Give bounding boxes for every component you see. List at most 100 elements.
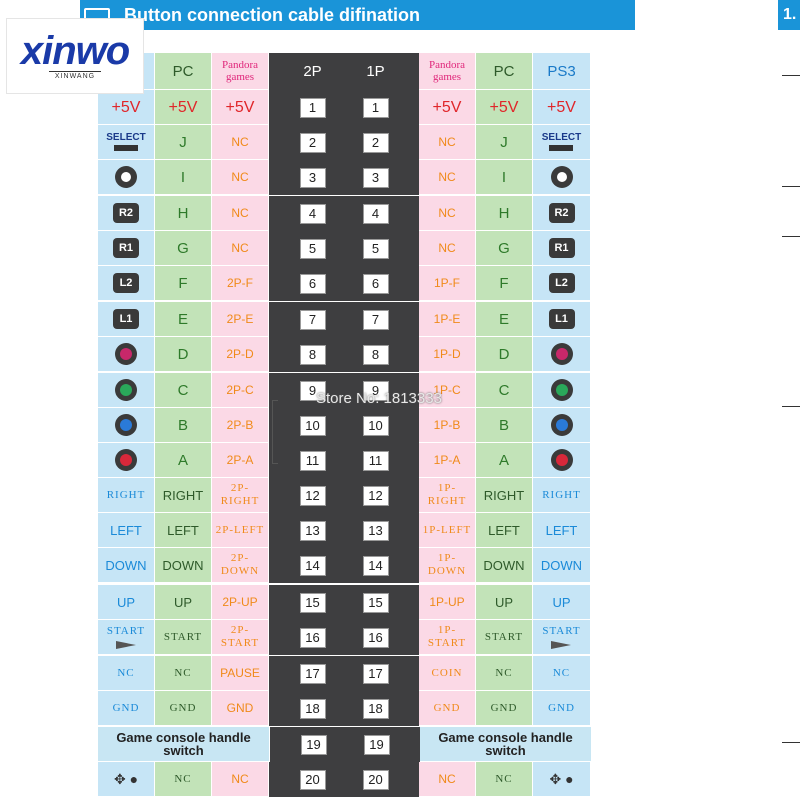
- playstation-icon: [550, 166, 573, 188]
- pc-key-left: RIGHT: [155, 478, 212, 513]
- pandora-key-left: 2P-E: [212, 302, 269, 337]
- circle-red-icon: [115, 449, 137, 471]
- pc-key-right: E: [476, 302, 533, 337]
- pandora-key-left: 2P-START: [212, 620, 269, 655]
- pin-1p: 3: [362, 167, 389, 188]
- pandora-key-right: 1P-A: [419, 443, 476, 478]
- pc-key-left: UP: [155, 585, 212, 620]
- ps3-key-left: L2: [98, 266, 155, 301]
- next-section-title: 1.: [783, 6, 797, 23]
- pandora-key-left: 2P-C: [212, 373, 269, 408]
- pc-key-left: C: [155, 373, 212, 408]
- triangle-icon: [115, 379, 137, 401]
- pc-key-left: NC: [155, 656, 212, 691]
- col-header-pins: 2P 1P: [269, 53, 419, 90]
- ps3-key-right: LEFT: [533, 513, 590, 548]
- pandora-key-right: NC: [419, 762, 476, 797]
- pin-2p: 2: [299, 132, 326, 153]
- ps3-key-left: GND: [98, 691, 155, 726]
- pandora-key-right: 1P-B: [419, 408, 476, 443]
- switch-icon-right: ✥ ●: [533, 762, 590, 797]
- console-switch-right: Game console handle switch: [420, 727, 592, 762]
- l1-icon: L1: [113, 309, 139, 329]
- pin-2p: 10: [299, 415, 326, 436]
- pandora-key-right: 1P-UP: [419, 585, 476, 620]
- ps3-key-left: [98, 337, 155, 372]
- pin-1p: 13: [362, 520, 389, 541]
- pc-key-left: NC: [155, 762, 212, 797]
- pandora-key-right: 1P-LEFT: [419, 513, 476, 548]
- start-icon: START: [542, 625, 580, 649]
- l2-icon: L2: [548, 273, 575, 293]
- pin-1p: 1: [362, 97, 389, 118]
- cross-icon: [550, 414, 573, 436]
- pandora-key-left: 2P-D: [212, 337, 269, 372]
- pandora-key-right: 1P-START: [419, 620, 476, 655]
- brand-logo: xinwo XINWANG: [6, 18, 144, 94]
- pin-2p: 3: [299, 167, 326, 188]
- pin-2p: 18: [299, 698, 326, 719]
- pin-2p: 17: [299, 663, 326, 684]
- ps3-key-right: R2: [533, 196, 590, 231]
- pandora-key-right: 1P-F: [419, 266, 476, 301]
- cross-icon: [115, 414, 137, 436]
- pin-1p: 7: [362, 309, 389, 330]
- section-header: Button connection cable difination: [80, 0, 635, 30]
- pandora-key-left: +5V: [212, 90, 269, 125]
- pandora-key-right: NC: [419, 231, 476, 266]
- pandora-key-right: GND: [419, 691, 476, 726]
- pin-2p: 13: [299, 520, 326, 541]
- dpad-icon: ✥ ●: [113, 770, 139, 787]
- ps3-key-right: NC: [533, 656, 590, 691]
- pc-key-right: F: [476, 266, 533, 301]
- pin-1p: 8: [362, 344, 389, 365]
- ps3-key-left: R2: [98, 196, 155, 231]
- pin-2p: 16: [299, 627, 326, 648]
- pc-key-right: B: [476, 408, 533, 443]
- ps3-key-right: GND: [533, 691, 590, 726]
- pin-1p: 19: [363, 734, 390, 755]
- pin-2p: 9: [299, 380, 326, 401]
- pin-1p: 5: [362, 238, 389, 259]
- pandora-key-right: NC: [419, 196, 476, 231]
- ps3-key-left: [98, 408, 155, 443]
- store-watermark: Store No: 1813333: [316, 390, 442, 407]
- pandora-key-left: NC: [212, 196, 269, 231]
- pandora-key-left: NC: [212, 160, 269, 195]
- r2-icon: R2: [113, 203, 139, 223]
- pandora-key-left: NC: [212, 125, 269, 160]
- pandora-key-right: 1P-RIGHT: [419, 478, 476, 513]
- start-label: START: [106, 625, 146, 637]
- pc-key-right: NC: [476, 656, 533, 691]
- pandora-key-left: PAUSE: [212, 656, 269, 691]
- pc-key-left: G: [155, 231, 212, 266]
- pin-2p: 20: [299, 769, 326, 790]
- pin-1p: 12: [362, 485, 389, 506]
- pc-key-right: C: [476, 373, 533, 408]
- pc-key-right: RIGHT: [476, 478, 533, 513]
- ps3-key-left: [98, 443, 155, 478]
- triangle-icon: [550, 379, 573, 401]
- pc-key-right: A: [476, 443, 533, 478]
- pandora-key-left: 2P-A: [212, 443, 269, 478]
- col-header-1p: 1P: [366, 63, 385, 80]
- ps3-key-left: SELECT: [98, 125, 155, 160]
- ps3-key-left: LEFT: [98, 513, 155, 548]
